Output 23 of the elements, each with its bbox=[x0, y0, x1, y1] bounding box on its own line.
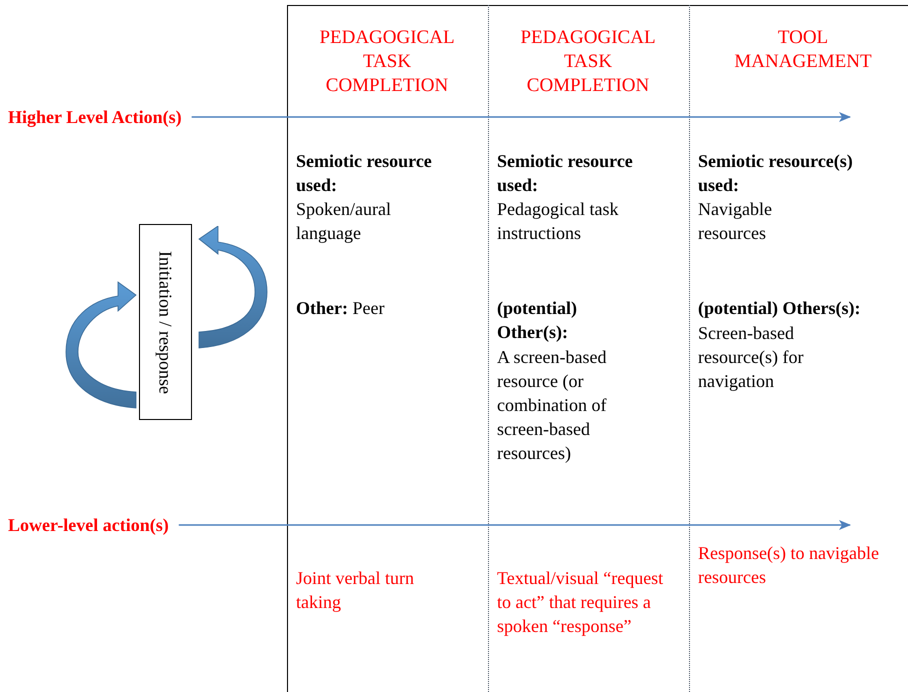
resource-heading: (potential) Others(s): bbox=[698, 297, 862, 320]
arrow bbox=[178, 520, 851, 530]
level-label: Higher Level Action(s) bbox=[8, 106, 182, 128]
cell-text: Other: Peer bbox=[296, 297, 386, 320]
column-heading: TOOL MANAGEMENT bbox=[733, 26, 873, 74]
process-box bbox=[139, 224, 192, 420]
action-description: Joint verbal turn taking bbox=[296, 567, 415, 614]
column-heading: PEDAGOGICAL TASK COMPLETION bbox=[318, 26, 456, 98]
cell-text: A screen-based resource (or combination of screen-based resources) bbox=[497, 346, 608, 465]
action-description: Textual/visual “request to act” that requires a spoken “response” bbox=[497, 567, 664, 638]
arrow bbox=[192, 112, 851, 122]
cell-text: Pedagogical task instructions bbox=[497, 198, 620, 245]
level-label: Lower-level action(s) bbox=[8, 514, 169, 536]
resource-heading: Semiotic resource(s) used: bbox=[698, 150, 854, 197]
cell-text: Screen-based resource(s) for navigation bbox=[698, 322, 804, 393]
column-heading: PEDAGOGICAL TASK COMPLETION bbox=[519, 26, 657, 98]
cell-text: Spoken/aural language bbox=[296, 198, 392, 245]
box-label: Initiation / response bbox=[154, 250, 176, 394]
action-description: Response(s) to navigable resources bbox=[698, 542, 880, 589]
resource-heading: (potential) Other(s): bbox=[497, 297, 578, 344]
cell-text: Navigable resources bbox=[698, 198, 773, 245]
resource-heading: Semiotic resource used: bbox=[497, 150, 634, 197]
resource-heading: Semiotic resource used: bbox=[296, 150, 433, 197]
